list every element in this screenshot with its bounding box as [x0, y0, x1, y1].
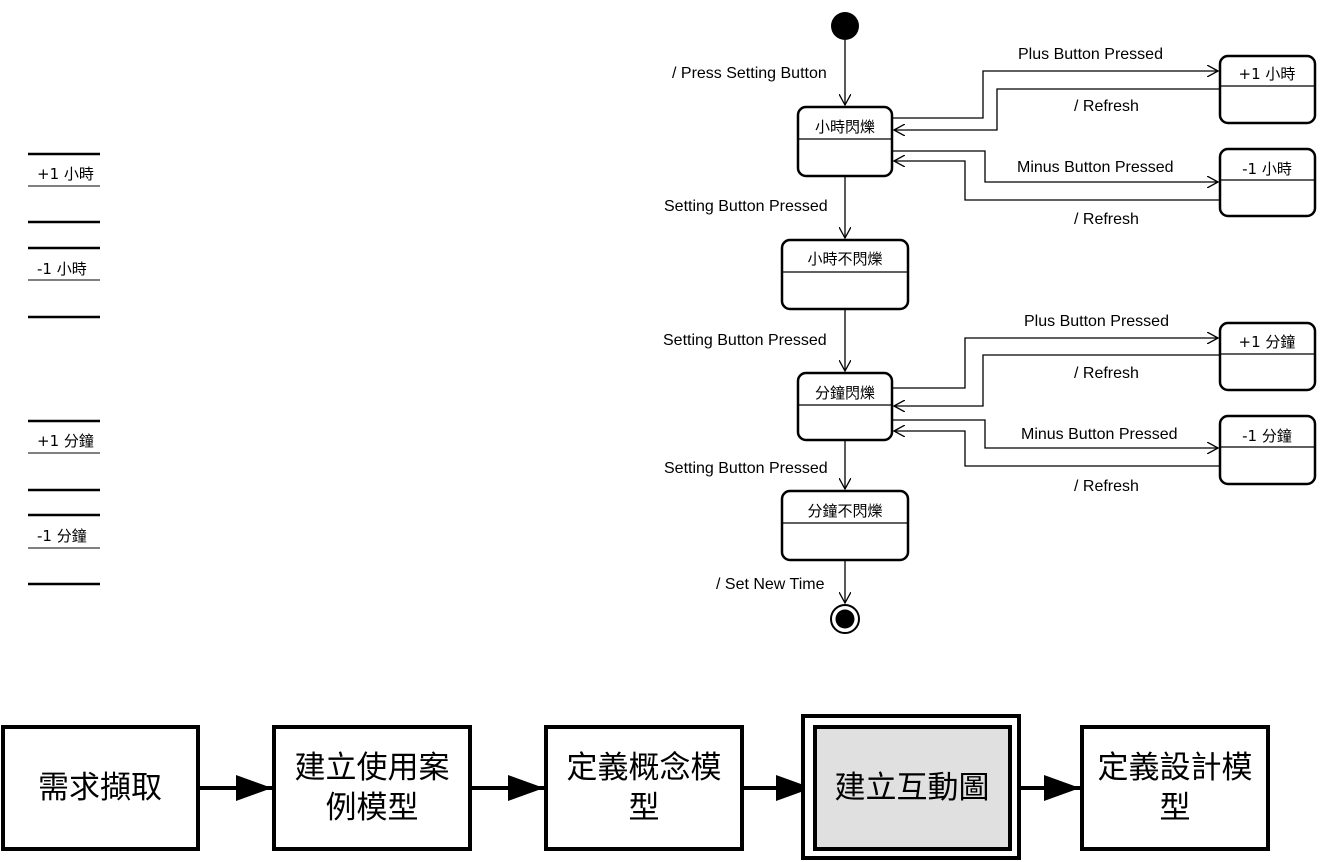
label-setting-pressed-1: Setting Button Pressed	[664, 198, 828, 215]
state-minute-blink: 分鐘閃爍	[796, 371, 894, 442]
left-item-minus-minute: -1 分鐘	[28, 513, 100, 586]
transition-minus-hour	[892, 150, 1218, 182]
label-plus-pressed-1: Plus Button Pressed	[1018, 46, 1163, 63]
process-step-4-line-1: 建立互動圖	[835, 770, 990, 806]
label-refresh-3: / Refresh	[1074, 365, 1139, 382]
state-hour-no-blink-name: 小時不閃爍	[807, 250, 882, 268]
label-plus-pressed-2: Plus Button Pressed	[1024, 313, 1169, 330]
label-refresh-1: / Refresh	[1074, 98, 1139, 115]
state-hour-blink-name: 小時閃爍	[815, 118, 875, 136]
transition-refresh-4	[894, 431, 1220, 467]
transition-refresh-3	[894, 354, 1220, 406]
final-node	[830, 604, 860, 634]
state-minus-hour: -1 小時	[1218, 147, 1317, 218]
left-label-minus-minute: -1 分鐘	[37, 527, 87, 545]
label-minus-pressed-1: Minus Button Pressed	[1017, 159, 1174, 176]
state-plus-hour-name: +1 小時	[1239, 65, 1296, 83]
left-label-minus-hour: -1 小時	[37, 260, 87, 278]
label-press-setting: / Press Setting Button	[672, 65, 827, 82]
process-step-1-line-1: 需求擷取	[38, 770, 162, 806]
process-step-3-line-1: 定義概念模	[567, 750, 722, 786]
transition-minus-minute	[892, 419, 1218, 448]
state-minus-minute-name: -1 分鐘	[1242, 427, 1292, 445]
process-step-3: 定義概念模 型	[544, 725, 744, 851]
transition-plus-hour	[892, 71, 1218, 119]
label-setting-pressed-3: Setting Button Pressed	[664, 460, 828, 477]
left-item-plus-hour: +1 小時	[28, 152, 100, 224]
left-item-plus-minute: +1 分鐘	[28, 419, 100, 492]
transition-plus-minute	[892, 338, 1218, 389]
transition-refresh-2	[894, 161, 1220, 201]
label-set-new-time: / Set New Time	[716, 576, 825, 593]
label-refresh-2: / Refresh	[1074, 211, 1139, 228]
process-step-2: 建立使用案 例模型	[272, 725, 472, 851]
left-label-plus-minute: +1 分鐘	[37, 432, 94, 450]
process-step-5: 定義設計模 型	[1080, 725, 1270, 851]
process-step-2-line-1: 建立使用案	[295, 750, 450, 786]
initial-node	[831, 12, 859, 40]
state-minus-hour-name: -1 小時	[1242, 160, 1292, 178]
process-step-4: 建立互動圖	[801, 714, 1021, 860]
process-step-1: 需求擷取	[1, 725, 200, 851]
process-step-2-line-2: 例模型	[326, 790, 419, 826]
state-minute-no-blink: 分鐘不閃爍	[780, 489, 910, 562]
state-minute-blink-name: 分鐘閃爍	[815, 384, 875, 402]
state-hour-blink: 小時閃爍	[796, 105, 894, 178]
state-plus-hour: +1 小時	[1218, 54, 1317, 125]
label-setting-pressed-2: Setting Button Pressed	[663, 332, 827, 349]
process-step-5-line-1: 定義設計模	[1098, 750, 1253, 786]
state-minus-minute: -1 分鐘	[1218, 414, 1317, 486]
label-refresh-4: / Refresh	[1074, 478, 1139, 495]
label-minus-pressed-2: Minus Button Pressed	[1021, 426, 1178, 443]
state-hour-no-blink: 小時不閃爍	[780, 238, 910, 311]
left-label-plus-hour: +1 小時	[37, 165, 94, 183]
left-item-minus-hour: -1 小時	[28, 246, 100, 319]
state-plus-minute-name: +1 分鐘	[1239, 333, 1296, 351]
state-plus-minute: +1 分鐘	[1218, 321, 1317, 392]
process-step-3-line-2: 型	[629, 790, 660, 826]
transition-refresh-1	[894, 88, 1220, 130]
state-minute-no-blink-name: 分鐘不閃爍	[807, 502, 882, 520]
process-step-5-line-2: 型	[1160, 790, 1191, 826]
